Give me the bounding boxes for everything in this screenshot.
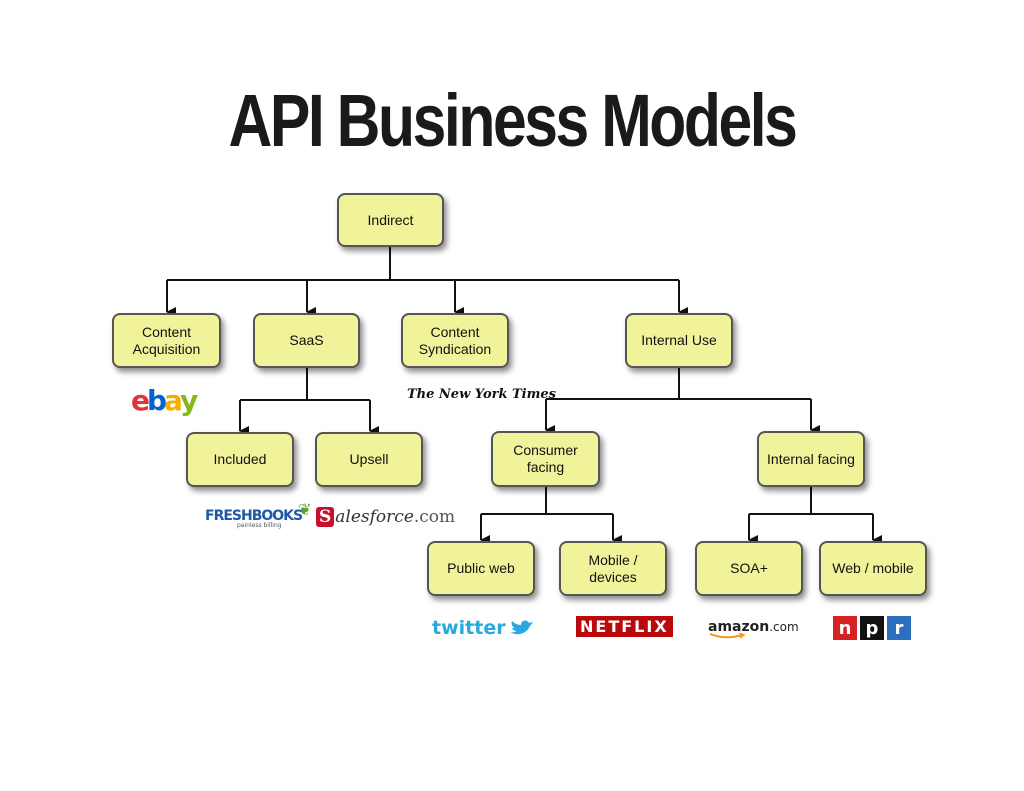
- npr-logo: n p r: [833, 616, 911, 640]
- nyt-logo: The New York Times: [407, 387, 556, 402]
- node-content-acquisition: Content Acquisition: [112, 313, 221, 368]
- node-saas: SaaS: [253, 313, 360, 368]
- node-upsell: Upsell: [315, 432, 423, 487]
- node-indirect: Indirect: [337, 193, 444, 247]
- node-mobile-devices: Mobile / devices: [559, 541, 667, 596]
- freshbooks-logo: FRESHBOOKS❦ painless billing: [205, 499, 312, 530]
- node-consumer-facing: Consumer facing: [491, 431, 600, 487]
- node-internal-facing: Internal facing: [757, 431, 865, 487]
- node-included: Included: [186, 432, 294, 487]
- node-public-web: Public web: [427, 541, 535, 596]
- leaf-icon: ❦: [298, 499, 311, 519]
- node-soa-plus: SOA+: [695, 541, 803, 596]
- bird-icon: [509, 620, 533, 635]
- node-content-syndication: Content Syndication: [401, 313, 509, 368]
- slide-title: API Business Models: [228, 79, 798, 162]
- node-internal-use: Internal Use: [625, 313, 733, 368]
- netflix-logo: NETFLIX: [576, 616, 673, 637]
- amazon-logo: amazon.com: [708, 619, 799, 639]
- twitter-logo: twitter: [432, 617, 534, 639]
- smile-icon: [709, 633, 746, 639]
- node-web-mobile: Web / mobile: [819, 541, 927, 596]
